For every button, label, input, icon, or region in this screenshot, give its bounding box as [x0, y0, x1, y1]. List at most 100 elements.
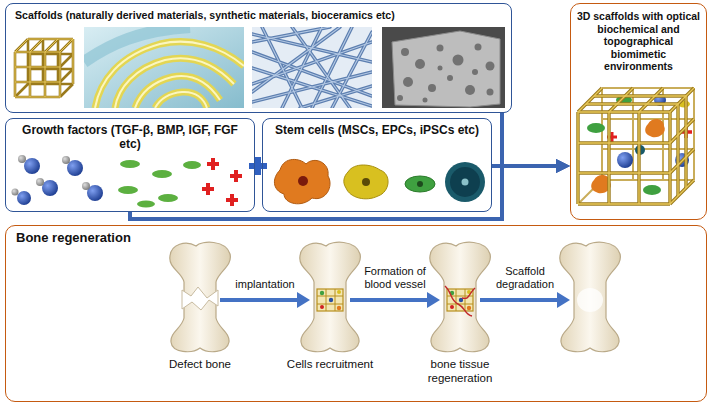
growth-factor-ellipse	[137, 201, 155, 208]
growth-factor-icons	[12, 155, 243, 208]
sheet-scaffold-image	[115, 58, 234, 108]
fiber-mesh-image	[252, 27, 372, 108]
arrow-label-box: implantation	[232, 278, 298, 291]
sheet-scaffold-image	[135, 76, 220, 108]
stem-cell-icons	[298, 176, 308, 186]
bone-illustration	[170, 242, 621, 351]
molecule-icon	[24, 158, 40, 174]
arrow-label: Scaffold degradation	[492, 265, 558, 291]
process-arrow	[220, 298, 298, 302]
arrow-label-box: Formation of blood vessel	[362, 265, 428, 291]
3d-scaffold-cube	[578, 112, 670, 204]
lattice-cube-image	[15, 39, 73, 97]
regenerated-area	[577, 288, 603, 312]
red-cross-icon	[202, 158, 242, 206]
porous-block-image	[382, 27, 505, 108]
cell-cluster	[617, 152, 633, 168]
fiber-mesh-image	[252, 27, 372, 108]
fiber-mesh-image	[252, 27, 372, 108]
molecule-icon	[18, 155, 26, 163]
porous-block-image	[415, 59, 425, 69]
porous-block-image	[487, 89, 494, 96]
result-panel: 3D scaffolds with optical biochemical an…	[570, 3, 707, 220]
implanted-scaffold	[317, 289, 343, 311]
porous-block-image	[437, 45, 444, 52]
sheet-scaffold-image	[155, 92, 207, 108]
molecule-icon	[17, 191, 31, 205]
bone-illustration	[300, 242, 361, 351]
bone-illustration	[170, 242, 231, 351]
growth-factor-ellipse	[152, 170, 172, 178]
process-panel: Bone regeneration	[5, 225, 707, 402]
sheet-scaffold-image	[84, 27, 244, 108]
3d-scaffold-cube	[578, 88, 694, 204]
growth-factor-ellipse	[183, 161, 201, 169]
porous-block-image	[475, 44, 482, 51]
3d-scaffold-cube	[578, 88, 694, 204]
stem-cell-icons	[450, 167, 480, 197]
process-arrow	[297, 292, 310, 308]
porous-block-image	[486, 62, 495, 71]
scaffold-panel: Scaffolds (naturally derived materials, …	[5, 3, 512, 113]
blood-vessel	[445, 286, 475, 316]
stem-cell-icons	[445, 162, 485, 202]
sheet-scaffold-image	[95, 42, 244, 108]
growth-factor-ellipse	[158, 194, 178, 202]
red-cross-icon	[230, 170, 242, 182]
3d-scaffold-cube	[578, 88, 694, 204]
process-arrow	[427, 292, 440, 308]
porous-block-image	[447, 75, 453, 81]
porous-block-image	[428, 84, 436, 92]
blood-vessel	[445, 286, 472, 316]
stem-cell-panel: Stem cells (MSCs, EPCs, iPSCs etc)	[262, 118, 492, 212]
stem-cell-icons	[362, 178, 370, 186]
3d-scaffold-cube	[578, 88, 694, 204]
sheet-scaffold-image	[115, 58, 234, 108]
stage-caption: Defect bone	[142, 358, 258, 372]
growth-factor-ellipse	[120, 160, 140, 168]
fiber-mesh-image	[252, 27, 372, 108]
lattice-cube-image	[15, 52, 60, 97]
porous-block-image	[403, 77, 413, 87]
porous-block-image	[438, 66, 443, 71]
stem-cell-icons	[344, 165, 388, 199]
growth-factor-ellipse	[118, 186, 138, 194]
process-arrow	[480, 298, 558, 302]
cell-cluster	[643, 185, 661, 195]
3d-scaffold-cube	[578, 88, 694, 204]
lattice-cube-image	[15, 39, 73, 97]
panel-heading: 3D scaffolds with optical biochemical an…	[576, 10, 701, 73]
stage-caption-box: Defect bone	[142, 358, 258, 372]
stem-cell-icons	[405, 176, 435, 192]
molecule-icon	[82, 182, 90, 190]
process-arrow	[350, 298, 428, 302]
porous-block-image	[465, 85, 475, 95]
porous-block-image	[392, 31, 500, 107]
sheet-scaffold-image	[95, 42, 244, 108]
stage-caption-box: bone tissue regeneration	[402, 358, 518, 386]
sheet-scaffold-image	[84, 27, 244, 108]
arrow-label-box: Scaffold degradation	[492, 265, 558, 291]
cell-cluster	[587, 123, 605, 133]
stem-cell-icons	[462, 179, 469, 186]
panel-heading: Stem cells (MSCs, EPCs, iPSCs etc)	[269, 123, 485, 137]
sheet-scaffold-image	[155, 92, 207, 108]
3d-scaffold-cube	[578, 112, 670, 204]
cell-cluster	[645, 119, 665, 137]
plus-sign	[249, 157, 267, 175]
blood-vessel	[462, 288, 475, 298]
molecule-icon	[36, 178, 44, 186]
panel-heading: Bone regeneration	[16, 230, 696, 246]
red-cross-icon	[226, 194, 238, 206]
implanted-scaffold	[447, 289, 473, 311]
3d-scaffold-cube	[578, 88, 694, 204]
red-cross-icon	[207, 158, 219, 170]
bone-defect	[182, 287, 218, 310]
sheet-scaffold-image	[95, 42, 244, 108]
stage-caption: Cells recruitment	[272, 358, 388, 372]
sheet-scaffold-image	[135, 76, 220, 108]
arrow-label: Formation of blood vessel	[362, 265, 428, 291]
porous-block-image	[472, 69, 478, 75]
growth-factor-ellipse	[118, 160, 201, 208]
